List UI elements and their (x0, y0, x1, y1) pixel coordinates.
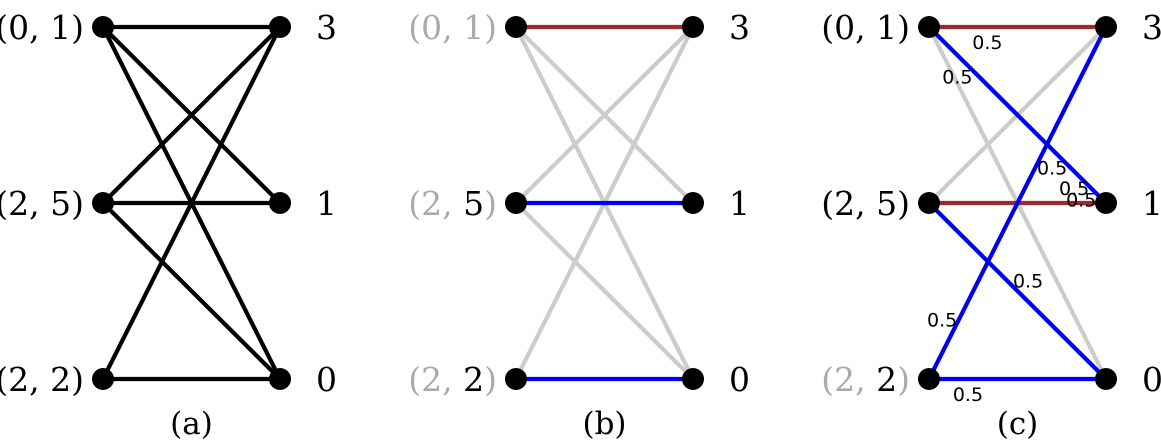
right-node-label: 1 (729, 184, 750, 223)
left-node (505, 192, 527, 214)
right-node (1095, 192, 1117, 214)
panel-caption: (b) (582, 406, 626, 442)
left-node-label: (0, 1) (408, 8, 497, 47)
panel-caption: (a) (170, 406, 213, 442)
right-node-label: 3 (316, 8, 337, 47)
right-node (682, 192, 704, 214)
left-node-label: (2, 5) (0, 184, 84, 223)
edge-weight-label: 0.5 (972, 32, 1002, 54)
edge-weight-label: 0.5 (1066, 190, 1096, 212)
edge-weight-label: 0.5 (1059, 178, 1089, 200)
right-node (1095, 368, 1117, 390)
panel-b: (0, 1) (2, 5) (2, 2) 3 1 0 (b) (408, 8, 750, 442)
edges (100, 24, 283, 382)
right-node-label: 0 (1142, 360, 1161, 399)
edge-weight-label: 0.5 (927, 309, 957, 331)
edge-weight-label: 0.5 (942, 66, 972, 88)
right-node-label: 0 (729, 360, 750, 399)
right-node (682, 368, 704, 390)
panel-a: (0, 1) (2, 5) (2, 2) 3 1 0 (a) (0, 8, 337, 442)
edge-1-2-blue (926, 200, 1109, 382)
right-node (269, 368, 291, 390)
edge-weight-label: 0.5 (953, 384, 983, 406)
edge-1-0-gray (513, 24, 696, 206)
edge-weight-label: 0.5 (1037, 157, 1067, 179)
left-node (918, 368, 940, 390)
edge-2-0-blue (926, 24, 1109, 382)
right-node-label: 0 (316, 360, 337, 399)
left-node-label: (2, 2) (821, 360, 910, 399)
right-node (682, 16, 704, 38)
left-node (92, 368, 114, 390)
right-node-label: 3 (1142, 8, 1161, 47)
left-node (918, 192, 940, 214)
edge-1-0-black (100, 24, 283, 206)
right-node (1095, 16, 1117, 38)
left-node-label: (2, 2) (0, 360, 84, 399)
edge-1-2-black (100, 200, 283, 382)
left-node-label: (2, 5) (821, 184, 910, 223)
right-node-label: 1 (316, 184, 337, 223)
right-node-label: 1 (1142, 184, 1161, 223)
left-node (92, 192, 114, 214)
left-node-label: (2, 5) (408, 184, 497, 223)
left-node-label: (0, 1) (821, 8, 910, 47)
right-node-label: 3 (729, 8, 750, 47)
edges (513, 24, 696, 382)
edge-1-2-gray (513, 200, 696, 382)
edge-0-1-blue (926, 24, 1109, 206)
left-node-label: (2, 2) (408, 360, 497, 399)
left-node (505, 16, 527, 38)
edge-weight-label: 0.5 (1013, 270, 1043, 292)
left-node (918, 16, 940, 38)
right-node (269, 16, 291, 38)
edge-weight-labels: 0.50.50.50.50.50.50.50.5 (927, 32, 1096, 406)
left-node-label: (0, 1) (0, 8, 84, 47)
right-node (269, 192, 291, 214)
edge-2-0-black (100, 24, 283, 382)
left-node (92, 16, 114, 38)
panel-c: 0.50.50.50.50.50.50.50.5(0, 1)(2, 5)(2, … (821, 8, 1161, 442)
left-node (505, 368, 527, 390)
panel-caption: (c) (997, 406, 1039, 442)
edges (926, 24, 1109, 382)
